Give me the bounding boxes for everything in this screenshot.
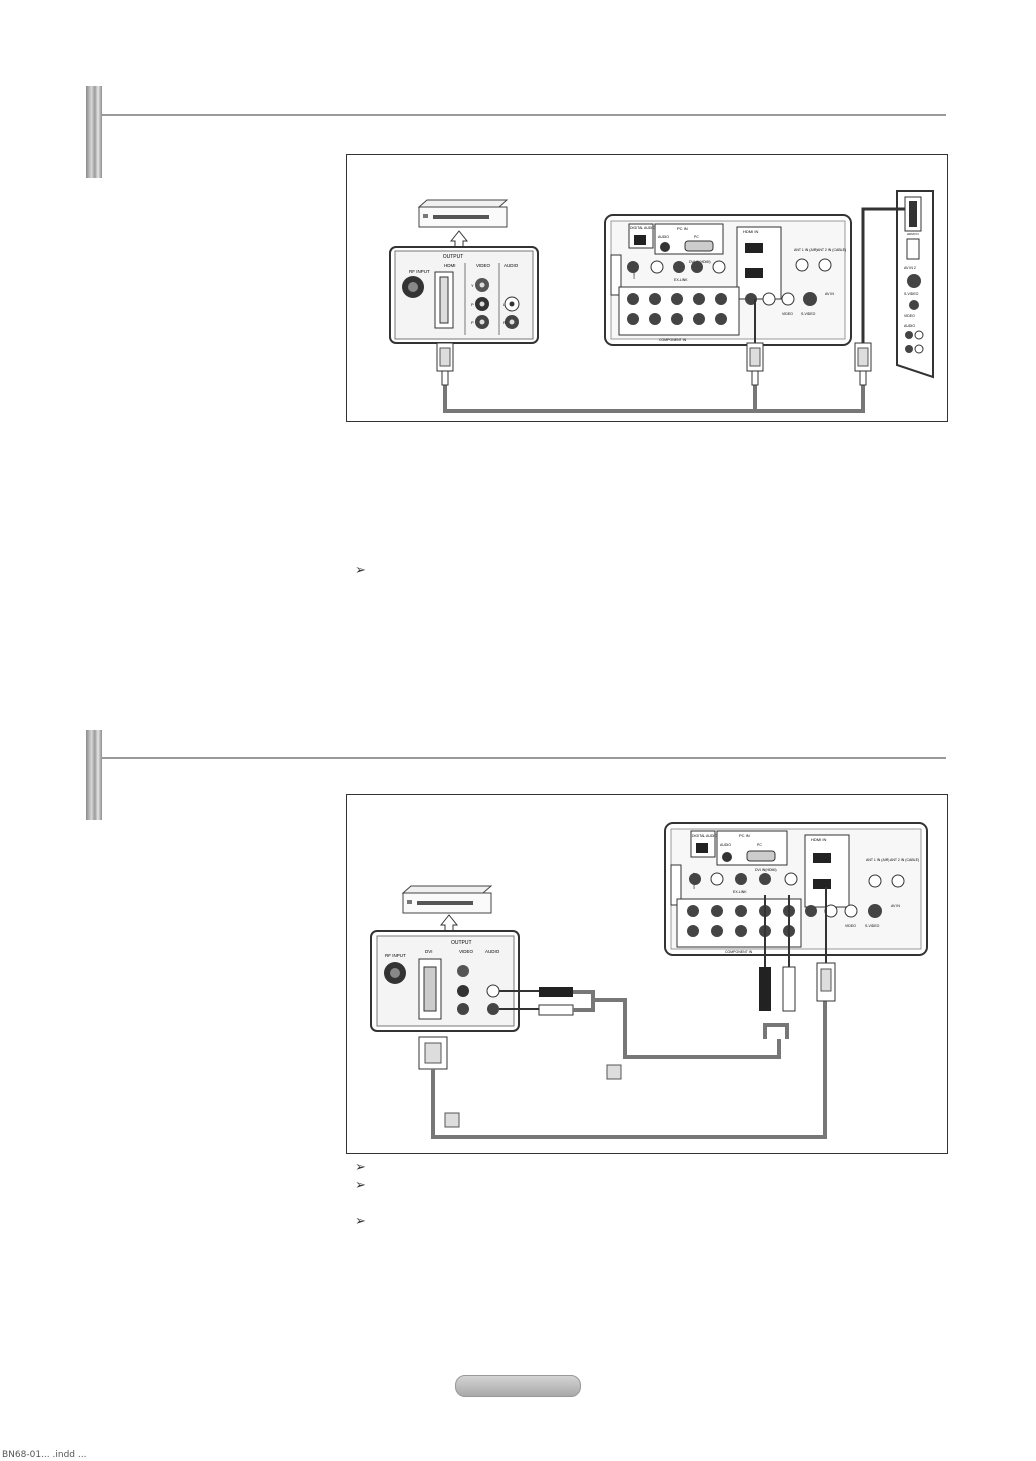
tv-component-in: COMPONENT IN xyxy=(725,950,753,954)
source-device-icon xyxy=(417,199,509,228)
l-label: L xyxy=(503,302,506,307)
section1-diagram: OUTPUT RF INPUT HDMI VIDEO Y P P AUDIO L… xyxy=(346,154,948,422)
tv-video: VIDEO xyxy=(782,312,793,316)
note-arrow-icon: ➢ xyxy=(355,1213,366,1228)
section2-heading-bar xyxy=(86,730,102,820)
tv-rear-panel: DIGITAL AUDIO OUT (OPTICAL) PC IN AUDIO … xyxy=(604,214,852,346)
tv-ant1: ANT 1 IN (AIR) xyxy=(866,858,889,862)
section2-note-2: ➢ xyxy=(355,1178,366,1191)
section2-note-3: ➢ xyxy=(355,1214,366,1227)
tv-ex-link: EX-LINK xyxy=(733,890,747,894)
tv-svideo: S-VIDEO xyxy=(865,924,880,928)
tv-ex-link: EX-LINK xyxy=(674,278,688,282)
device-output-label: OUTPUT xyxy=(443,254,464,260)
video-label: VIDEO xyxy=(476,263,491,268)
tv-audio: AUDIO xyxy=(658,235,669,239)
page-number-pill xyxy=(455,1375,581,1397)
print-footer: BN68-01... .indd ... xyxy=(2,1450,87,1460)
audio-label: AUDIO xyxy=(504,263,519,268)
pr-label: P xyxy=(471,320,474,325)
tv-component-in: COMPONENT IN xyxy=(659,338,687,342)
tv-av-in: AV IN xyxy=(825,292,834,296)
section2-connection-diagram: DIGITAL AUDIO OUT (OPTICAL) PC IN AUDIO … xyxy=(370,822,928,1139)
tv-pc-in: PC IN xyxy=(677,226,688,231)
tv-video: VIDEO xyxy=(845,924,856,928)
section1-note: ➢ xyxy=(355,563,366,576)
device-output-label: OUTPUT xyxy=(451,940,472,946)
tv-pc: PC xyxy=(757,843,762,847)
side-audio-label: AUDIO xyxy=(904,324,915,328)
section1-rule xyxy=(102,114,946,116)
note-arrow-icon: ➢ xyxy=(355,562,366,577)
video-label: VIDEO xyxy=(459,949,474,954)
cable-number-badge xyxy=(444,1112,460,1128)
section1-connection-diagram: OUTPUT RF INPUT HDMI VIDEO Y P P AUDIO L… xyxy=(389,190,934,413)
tv-av-in: AV IN xyxy=(891,904,900,908)
tv-ant1: ANT 1 IN (AIR) xyxy=(794,248,817,252)
tv-ant2: ANT 2 IN (CABLE) xyxy=(817,248,846,252)
side-video-label: VIDEO xyxy=(904,314,915,318)
side-av-in-label: AV IN 2 xyxy=(904,266,916,270)
section2-rule xyxy=(102,757,946,759)
rf-input-label: RF INPUT xyxy=(409,269,430,274)
note-arrow-icon: ➢ xyxy=(355,1177,366,1192)
tv-hdmi-in: HDMI IN xyxy=(811,837,826,842)
tv-side-panel: HDMI IN AV IN 2 S-VIDEO VIDEO AUDIO xyxy=(896,190,934,379)
dvi-port-label: DVI xyxy=(425,949,433,954)
audio-label: AUDIO xyxy=(485,949,500,954)
tv-ant2: ANT 2 IN (CABLE) xyxy=(890,858,919,862)
tv-rear-panel: DIGITAL AUDIO OUT (OPTICAL) PC IN AUDIO … xyxy=(664,822,928,956)
tv-pc-in: PC IN xyxy=(739,833,750,838)
side-hdmi-label: HDMI IN xyxy=(907,232,919,236)
dvi-hdmi-cable xyxy=(418,887,836,1139)
r-label: R xyxy=(503,320,506,325)
y-label: Y xyxy=(471,283,474,288)
side-svideo-label: S-VIDEO xyxy=(904,292,919,296)
hdmi-port-label: HDMI xyxy=(444,263,456,268)
cable-number-badge xyxy=(606,1064,622,1080)
section2-note-1: ➢ xyxy=(355,1160,366,1173)
section1-heading-bar xyxy=(86,86,102,178)
pb-label: P xyxy=(471,302,474,307)
hdmi-plug-icon xyxy=(436,342,872,386)
note-arrow-icon: ➢ xyxy=(355,1159,366,1174)
tv-svideo: S-VIDEO xyxy=(801,312,816,316)
rf-input-label: RF INPUT xyxy=(385,953,406,958)
tv-pc: PC xyxy=(694,235,699,239)
section2-diagram: DIGITAL AUDIO OUT (OPTICAL) PC IN AUDIO … xyxy=(346,794,948,1154)
hdmi-cable-lines xyxy=(443,351,865,413)
tv-hdmi-in: HDMI IN xyxy=(743,229,758,234)
source-device-icon xyxy=(401,885,493,914)
audio-cable xyxy=(499,895,796,1059)
tv-dvi-in: DVI IN(HDMI) xyxy=(755,868,777,872)
tv-audio: AUDIO xyxy=(720,843,731,847)
